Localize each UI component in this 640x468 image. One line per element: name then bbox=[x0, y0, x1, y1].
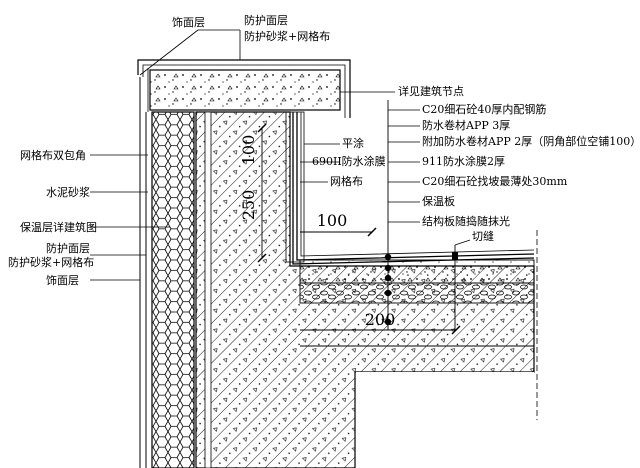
label-protect-layer-left: 防护面层 bbox=[46, 241, 90, 255]
label-cut-joint: 切缝 bbox=[472, 229, 494, 243]
label-membrane-app3: 防水卷材APP 3厚 bbox=[422, 118, 510, 132]
label-mesh-corner: 网格布双包角 bbox=[20, 148, 86, 162]
dim-250: 250 bbox=[239, 190, 258, 221]
label-protect-layer-top: 防护面层 bbox=[244, 13, 288, 27]
c20-screed-layer bbox=[299, 259, 535, 284]
label-cement-mortar: 水泥砂浆 bbox=[46, 185, 90, 199]
insulation-board-layer bbox=[299, 282, 535, 304]
coping-concrete-cap bbox=[149, 69, 341, 111]
callout-dots bbox=[384, 245, 458, 330]
label-coating-911: 911防水涂膜2厚 bbox=[422, 154, 505, 168]
label-insulation-detail: 保温层详建筑图 bbox=[20, 220, 97, 234]
label-finish-layer-left: 饰面层 bbox=[46, 273, 79, 287]
right-leaders bbox=[300, 91, 471, 246]
label-slope-c20: C20细石砼找坡最薄处30mm bbox=[422, 174, 568, 188]
dim-100-horizontal: 100 bbox=[317, 211, 348, 230]
label-flush: 平涂 bbox=[342, 136, 364, 150]
dim-200: 200 bbox=[365, 310, 396, 329]
coping-layers bbox=[137, 59, 351, 118]
label-protect-mortar-top: 防护砂浆+网格布 bbox=[244, 29, 330, 43]
label-protect-mortar-left: 防护砂浆+网格布 bbox=[8, 255, 94, 269]
label-mesh: 网格布 bbox=[330, 174, 363, 188]
dim-100-vertical: 100 bbox=[239, 135, 258, 166]
label-coating-690: 690II防水涂膜 bbox=[312, 154, 386, 168]
left-leaders bbox=[90, 29, 241, 281]
dimension-lines bbox=[257, 123, 538, 420]
label-c20-rebar: C20细石砼40厚内配钢筋 bbox=[422, 102, 546, 116]
insulation-layer bbox=[151, 111, 195, 468]
label-see-detail: 详见建筑节点 bbox=[398, 84, 464, 98]
label-insulation-board: 保温板 bbox=[422, 194, 455, 208]
label-structural-slab: 结构板随捣随抹光 bbox=[422, 214, 510, 228]
label-extra-membrane: 附加防水卷材APP 2厚（阴角部位空铺100） bbox=[422, 134, 640, 148]
label-finish-layer-top: 饰面层 bbox=[172, 15, 205, 29]
